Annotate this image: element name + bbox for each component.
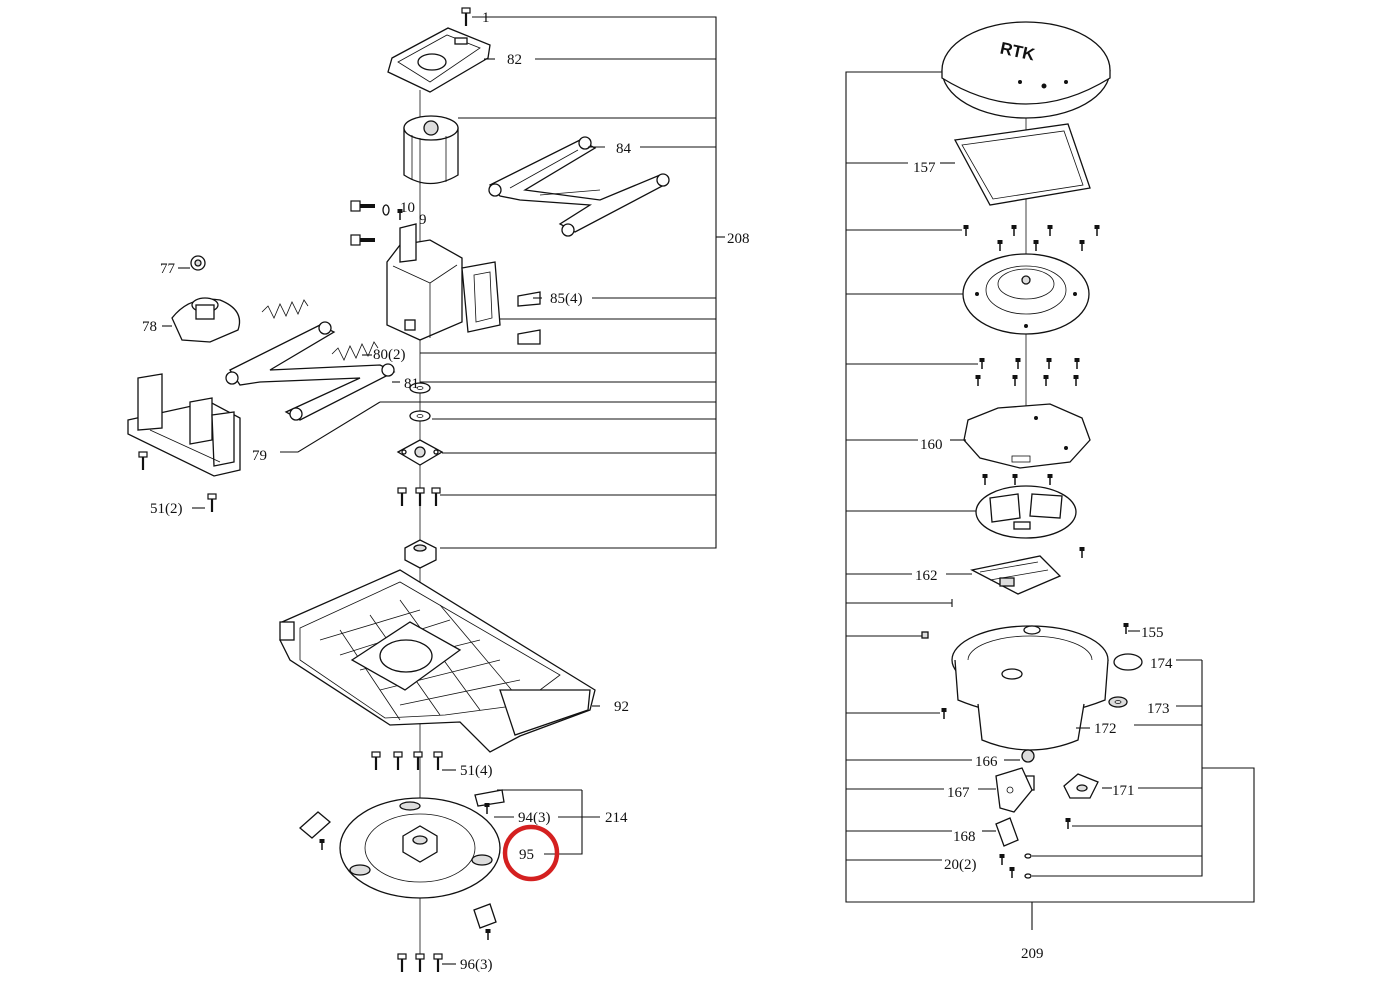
part-rtk-cover: RTK: [941, 21, 1111, 119]
label-79: 79: [252, 448, 267, 464]
label-155: 155: [1141, 625, 1164, 641]
part-77-gear: [190, 255, 206, 271]
label-94: 94(3): [518, 810, 551, 826]
part-95-disc: [339, 797, 501, 899]
part-92-deck: [279, 569, 596, 753]
label-80: 80(2): [373, 347, 406, 363]
highlight-circle: [502, 824, 560, 882]
part-84-arm: [488, 136, 670, 237]
label-78: 78: [142, 319, 157, 335]
label-95: 95: [519, 847, 534, 863]
part-162-board: [970, 555, 1062, 595]
blades-94: [299, 789, 505, 941]
label-162: 162: [915, 568, 938, 584]
screws-51: [370, 750, 444, 772]
bolts-upper: [349, 199, 404, 247]
part-166-gland: [1021, 749, 1035, 791]
screws-row-1: [962, 224, 1101, 252]
part-bracket: [396, 439, 444, 466]
part-antenna-board: [975, 485, 1077, 539]
label-77: 77: [160, 261, 176, 277]
label-51a: 51(2): [150, 501, 183, 517]
part-82-cover: [387, 27, 491, 93]
part-motor: [403, 115, 459, 185]
label-84: 84: [616, 141, 632, 157]
part-housing: [386, 223, 501, 341]
screws-row-2: [974, 357, 1081, 387]
label-81: 81: [404, 376, 419, 392]
label-20: 20(2): [944, 857, 977, 873]
label-172: 172: [1094, 721, 1117, 737]
label-166: 166: [975, 754, 998, 770]
screws-20: [998, 853, 1032, 879]
part-168-connector: [995, 817, 1019, 847]
label-96: 96(3): [460, 957, 493, 973]
label-174: 174: [1150, 656, 1173, 672]
label-171: 171: [1112, 783, 1135, 799]
screws-96: [396, 952, 444, 974]
label-85: 85(4): [550, 291, 583, 307]
leader-lines-right: [845, 71, 1255, 930]
label-92: 92: [614, 699, 629, 715]
label-214: 214: [605, 810, 628, 826]
parts-155-174-173: [1108, 622, 1143, 708]
screw-side: [940, 707, 948, 720]
part-plate: [962, 253, 1090, 335]
part-172-housing: [951, 625, 1109, 751]
small-nut: [921, 631, 929, 639]
label-173: 173: [1147, 701, 1170, 717]
left-assembly: 1 82 84 10 9 208 77 78 85(4) 80(2) 81 79…: [127, 6, 750, 974]
label-51b: 51(4): [460, 763, 493, 779]
part-160-pcb: [963, 403, 1091, 469]
label-82: 82: [507, 52, 522, 68]
right-assembly: RTK: [845, 21, 1255, 962]
part-79-base: [127, 373, 241, 514]
screws-mid: [396, 486, 442, 508]
part-78-mount: [171, 297, 241, 343]
springs-80: [261, 299, 379, 361]
part-hub: [404, 539, 437, 569]
label-168: 168: [953, 829, 976, 845]
label-10: 10: [400, 200, 415, 216]
label-1: 1: [482, 10, 490, 26]
label-9: 9: [419, 212, 427, 228]
part-157-gasket: [953, 123, 1091, 206]
label-208: 208: [727, 231, 750, 247]
bolts-85: [517, 291, 541, 345]
label-209: 209: [1021, 946, 1044, 962]
label-160: 160: [920, 437, 943, 453]
washers-81: [409, 382, 431, 422]
part-171: [1063, 773, 1099, 830]
part-167-bracket: [995, 767, 1033, 813]
part-lower-arm: [225, 321, 396, 421]
label-167: 167: [947, 785, 970, 801]
part-1-screw: [460, 6, 472, 28]
label-157: 157: [913, 160, 936, 176]
leader-lines-left: [162, 16, 725, 965]
